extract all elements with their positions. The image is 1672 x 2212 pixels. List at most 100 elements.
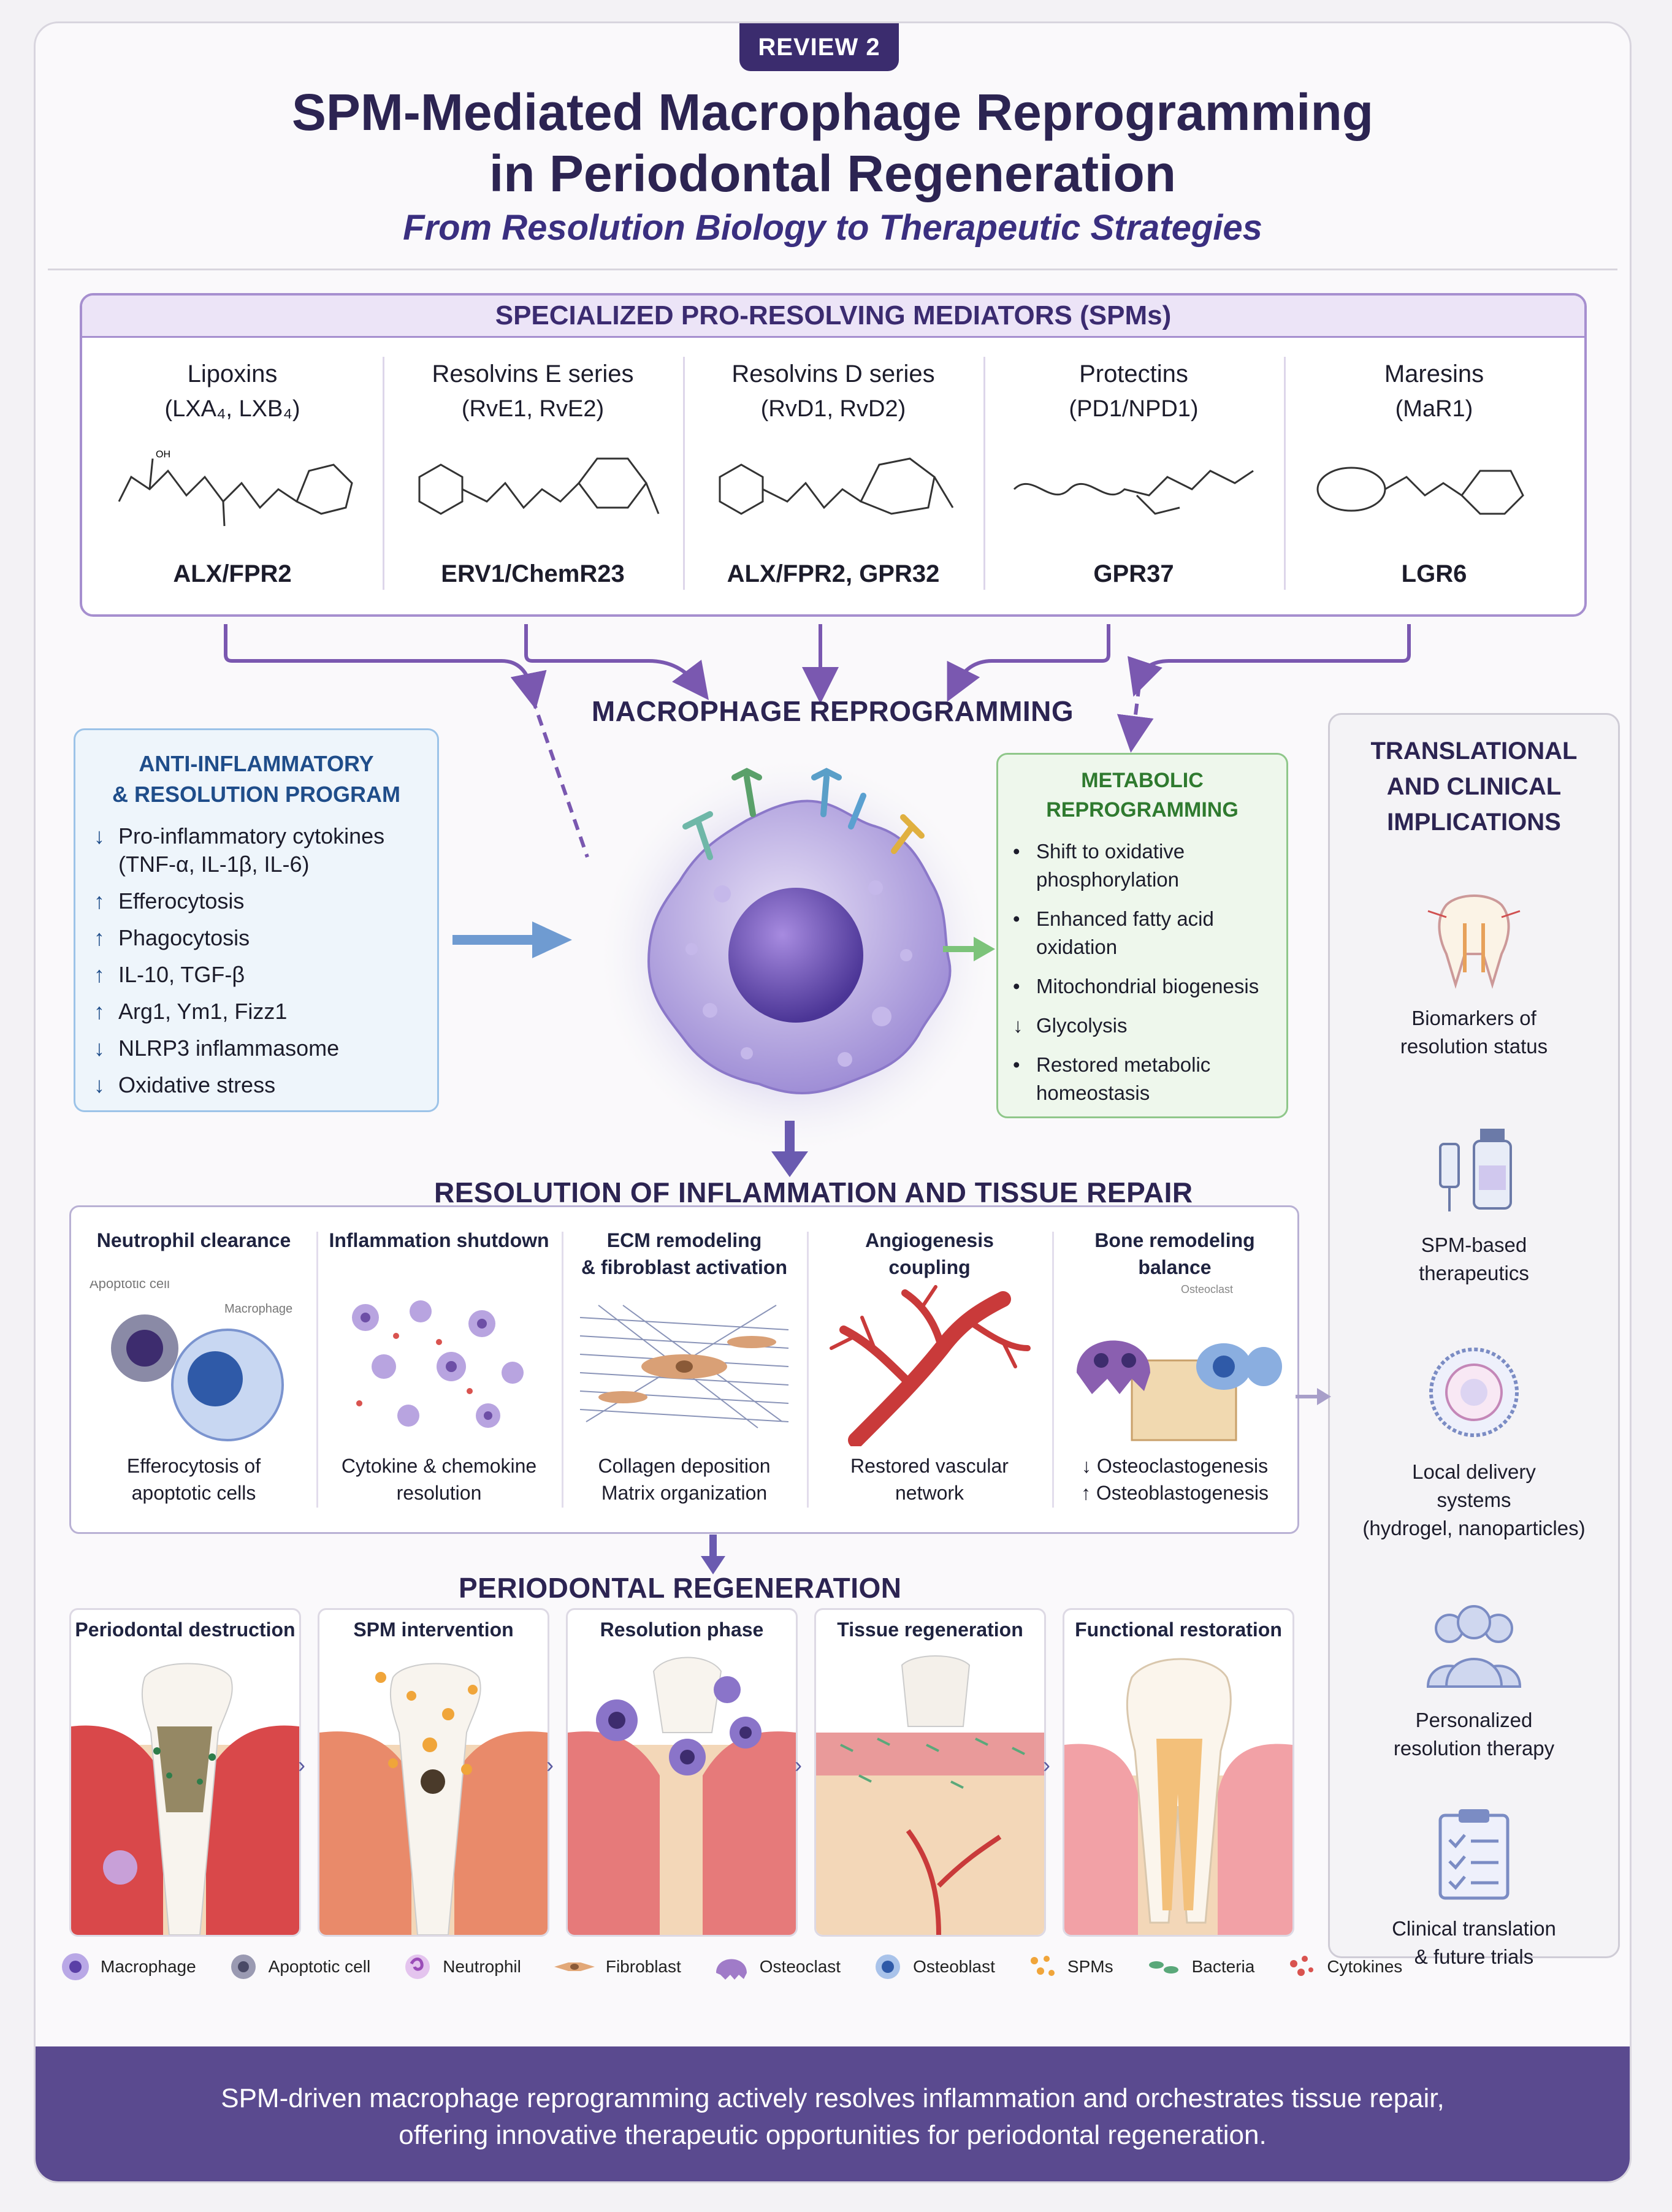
stage-tissue-regeneration: Tissue regeneration — [814, 1608, 1046, 1937]
legend-label: Osteoclast — [759, 1957, 841, 1976]
apoptotic-cell-label: Apoptotic cell — [90, 1281, 170, 1291]
res-heading-line-2: & fibroblast activation — [581, 1256, 788, 1278]
stage-periodontal-destruction: Periodontal destruction — [69, 1608, 301, 1937]
legend-item: Fibroblast — [553, 1951, 681, 1982]
spm-name: Maresins — [1384, 360, 1484, 387]
arrow-icon: ↓ — [94, 823, 105, 849]
spm-protectins: Protectins (PD1/NPD1) GPR37 — [983, 336, 1284, 612]
divider — [983, 357, 985, 590]
stage-label: Periodontal destruction — [75, 1619, 296, 1641]
neutrophil-clearance: Neutrophil clearance Apoptotic cell Macr… — [71, 1207, 316, 1532]
spm-name: Lipoxins — [187, 360, 278, 387]
list-item: ↑ Phagocytosis — [94, 924, 428, 952]
spm-receptor: ALX/FPR2, GPR32 — [727, 560, 940, 587]
list-item-text: Efferocytosis — [118, 888, 245, 913]
translational-item: Personalized resolution therapy — [1330, 1601, 1618, 1763]
legend-label: Macrophage — [101, 1957, 196, 1976]
arrow-icon: ↑ — [94, 925, 105, 950]
legend-item: Apoptotic cell — [228, 1951, 370, 1982]
osteoclast-label: Osteoclast — [1181, 1283, 1233, 1295]
meta-title-line-2: REPROGRAMMING — [1046, 798, 1239, 822]
legend-item: Bacteria — [1145, 1951, 1255, 1982]
spm-receptor: LGR6 — [1401, 560, 1467, 587]
neutrophil-icon — [405, 1955, 430, 1979]
efferocytosis-illustration: Apoptotic cell Macrophage — [90, 1281, 292, 1441]
translational-panel: TRANSLATIONAL AND CLINICAL IMPLICATIONS … — [1328, 713, 1620, 1968]
legend-label: Bacteria — [1191, 1957, 1255, 1976]
list-item: ↑ IL-10, TGF-β — [94, 961, 428, 989]
footer-line-1: SPM-driven macrophage reprogramming acti… — [221, 2083, 1445, 2113]
footer-line-2: offering innovative therapeutic opportun… — [399, 2120, 1267, 2150]
vial-icon — [1439, 1129, 1512, 1211]
translational-item: SPM-based therapeutics — [1330, 1113, 1618, 1287]
meta-title: METABOLIC REPROGRAMMING — [998, 766, 1286, 825]
spm-subtypes: (LXA₄, LXB₄) — [164, 396, 300, 422]
divider — [683, 357, 685, 590]
divider — [48, 269, 1617, 270]
arrow-icon: ↓ — [94, 1035, 105, 1061]
res-caption-line-2: apoptotic cells — [131, 1482, 256, 1504]
divider — [807, 1232, 809, 1508]
apoptotic-cell-icon — [231, 1955, 256, 1979]
list-item-text: Oxidative stress — [118, 1072, 276, 1097]
tooth-icon — [1427, 894, 1521, 989]
list-item-text: IL-10, TGF-β — [118, 962, 245, 987]
spm-receptor: ERV1/ChemR23 — [441, 560, 625, 587]
arrow-right-icon — [452, 921, 572, 958]
stage-resolution-phase: Resolution phase — [566, 1608, 798, 1937]
blood-vessel-illustration — [830, 1285, 1031, 1446]
list-item: ↓Pro-inflammatory cytokines (TNF-α, IL-1… — [94, 822, 428, 879]
list-item-text: Arg1, Ym1, Fizz1 — [118, 999, 288, 1024]
translational-item-line-2: therapeutics — [1419, 1262, 1529, 1284]
clipboard-icon — [1438, 1809, 1510, 1900]
spm-subtypes: (RvE1, RvE2) — [461, 396, 605, 422]
infographic-card: REVIEW 2 SPM-Mediated Macrophage Reprogr… — [34, 21, 1632, 2183]
anti-title-line-2: & RESOLUTION PROGRAM — [112, 782, 400, 807]
arrow-icon: ↑ — [94, 962, 105, 987]
molecule-structure-icon — [1013, 470, 1254, 515]
anti-list: ↓Pro-inflammatory cytokines (TNF-α, IL-1… — [94, 822, 428, 1108]
res-caption-line-1: Collagen deposition — [598, 1455, 771, 1477]
anti-title: ANTI-INFLAMMATORY & RESOLUTION PROGRAM — [75, 749, 437, 810]
arrow-down-icon: ↓ — [1013, 1014, 1023, 1037]
translational-title-line-3: IMPLICATIONS — [1387, 809, 1561, 836]
bacteria-icon — [1148, 1961, 1178, 1974]
macrophage-icon — [62, 1953, 89, 1980]
legend-item: Neutrophil — [402, 1951, 521, 1982]
translational-item-line-2: & future trials — [1414, 1945, 1534, 1968]
title-line-1: SPM-Mediated Macrophage Reprogramming — [291, 83, 1374, 141]
res-caption-line-2: ↑ Osteoblastogenesis — [1081, 1482, 1269, 1504]
stage-spm-intervention: SPM intervention — [318, 1608, 549, 1937]
list-item-text: Phagocytosis — [118, 925, 250, 950]
divider — [562, 1232, 563, 1508]
spm-lipoxins: Lipoxins (LXA₄, LXB₄) OH ALX/FPR2 — [82, 336, 383, 612]
spm-subtypes: (RvD1, RvD2) — [760, 396, 906, 422]
res-heading-line-2: coupling — [888, 1256, 971, 1278]
periodontal-destruction-illustration — [71, 1663, 299, 1935]
list-item-text: Restored metabolic homeostasis — [1036, 1053, 1211, 1104]
spm-maresins: Maresins (MaR1) LGR6 — [1284, 336, 1584, 612]
list-item-text: Shift to oxidative phosphorylation — [1036, 840, 1185, 891]
translational-item-line-1: Personalized — [1415, 1709, 1533, 1731]
translational-item: Biomarkers of resolution status — [1330, 887, 1618, 1061]
spm-name: Resolvins D series — [731, 360, 935, 387]
list-item: ↓Oxidative stress — [94, 1071, 428, 1099]
bullet-icon: • — [1013, 907, 1020, 930]
stage-functional-restoration: Functional restoration — [1063, 1608, 1294, 1937]
res-caption: ↓ Osteoclastogenesis↑ Osteoblastogenesis — [1052, 1452, 1297, 1506]
res-heading: Inflammation shutdown — [316, 1227, 562, 1254]
review-badge: REVIEW 2 — [739, 23, 899, 71]
legend-label: Neutrophil — [443, 1957, 521, 1976]
list-item-text: Enhanced fatty acid oxidation — [1036, 907, 1214, 958]
legend-label: Fibroblast — [605, 1957, 681, 1976]
macrophage-label: Macrophage — [224, 1302, 292, 1316]
molecule-structure-icon — [1316, 467, 1524, 515]
legend-item: Macrophage — [60, 1951, 196, 1982]
spm-panel: SPECIALIZED PRO-RESOLVING MEDIATORS (SPM… — [80, 293, 1587, 617]
list-item: •Restored metabolic homeostasis — [1013, 1051, 1277, 1107]
res-heading-line-1: ECM remodeling — [606, 1229, 762, 1251]
